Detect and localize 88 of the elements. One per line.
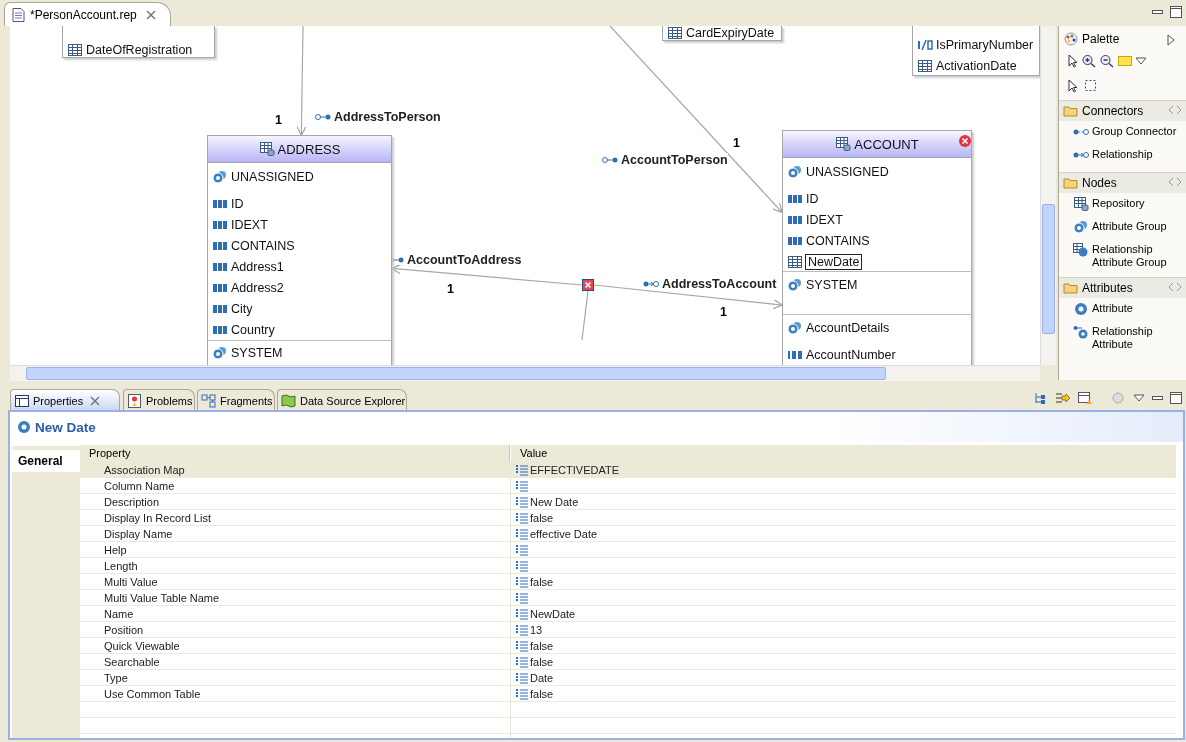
- attribute-name: IDEXT: [231, 218, 268, 232]
- edge-label: AddressToPerson: [334, 110, 441, 124]
- property-value: false: [530, 640, 554, 652]
- attribute-name: AccountNumber: [806, 348, 896, 362]
- section-tab: General: [12, 450, 80, 472]
- attribute-name: AccountDetails: [806, 321, 890, 335]
- multiplicity-label: 1: [447, 282, 454, 296]
- multiplicity-label: 1: [275, 113, 282, 127]
- view-tab: Properties: [10, 389, 120, 411]
- palette-tool: Repository: [1073, 197, 1181, 211]
- palette-tool: Relationship Attribute Group: [1073, 243, 1181, 269]
- column-header: Value: [511, 445, 1176, 462]
- property-name: Name: [104, 608, 134, 620]
- property-value: NewDate: [530, 608, 576, 620]
- property-name: Column Name: [104, 480, 175, 492]
- attribute-name: CONTAINS: [806, 234, 870, 248]
- property-name: Type: [104, 672, 128, 684]
- column-header: Property: [80, 445, 510, 462]
- attribute-name: UNASSIGNED: [231, 170, 314, 184]
- entity-name: ACCOUNT: [854, 136, 919, 152]
- attribute-name: Country: [231, 323, 275, 337]
- attribute-name: CardExpiryDate: [686, 26, 775, 40]
- view-tab: Data Source Explorer: [277, 389, 407, 411]
- property-name: Help: [104, 544, 127, 556]
- attribute-name: CONTAINS: [231, 239, 295, 253]
- property-name: Association Map: [104, 464, 185, 476]
- attribute-name: City: [231, 302, 253, 316]
- entity-name: ADDRESS: [277, 141, 341, 157]
- property-value: Date: [530, 672, 554, 684]
- view-tab: Problems: [123, 389, 195, 411]
- entity-box: [782, 130, 972, 365]
- property-value: false: [530, 512, 554, 524]
- palette-drawer: Attributes: [1059, 277, 1186, 298]
- view-tab: Fragments: [197, 389, 275, 411]
- property-value: false: [530, 576, 554, 588]
- error-marker: [582, 279, 594, 291]
- palette-tool: Attribute: [1073, 302, 1181, 316]
- edge-label: AccountToPerson: [621, 153, 728, 167]
- attribute-name: IsPrimaryNumber: [936, 38, 1034, 52]
- attribute-name: Address1: [231, 260, 284, 274]
- property-value: 13: [530, 624, 543, 636]
- attribute-name: UNASSIGNED: [806, 165, 889, 179]
- property-name: Multi Value: [104, 576, 158, 588]
- connector-arrow: [609, 26, 783, 214]
- entity-box: [207, 135, 392, 365]
- palette-drawer: Connectors: [1059, 100, 1186, 121]
- property-name: Position: [104, 624, 144, 636]
- multiplicity-label: 1: [733, 136, 740, 150]
- palette-tool: Relationship Attribute: [1073, 325, 1181, 351]
- connector-line: [581, 290, 589, 341]
- attribute-name: NewDate: [806, 255, 862, 269]
- property-value: effective Date: [530, 528, 598, 540]
- editor-tab: *PersonAccount.rep: [4, 2, 171, 26]
- property-name: Display In Record List: [104, 512, 211, 524]
- property-name: Use Common Table: [104, 688, 201, 700]
- palette-title: Palette: [1082, 32, 1120, 46]
- view-title: New Date: [35, 419, 96, 435]
- property-name: Quick Viewable: [104, 640, 180, 652]
- property-value: EFFECTIVEDATE: [530, 464, 620, 476]
- attribute-list-box: [662, 26, 782, 41]
- attribute-name: ActivationDate: [936, 59, 1017, 73]
- connector-arrow: [390, 264, 583, 286]
- property-value: false: [530, 656, 554, 668]
- attribute-name: ID: [231, 197, 244, 211]
- property-value: false: [530, 688, 554, 700]
- palette-tool: Relationship: [1073, 148, 1181, 162]
- multiplicity-label: 1: [720, 305, 727, 319]
- connector-arrow: [296, 26, 307, 137]
- palette-tool: Attribute Group: [1073, 220, 1181, 234]
- edge-label: AccountToAddress: [407, 253, 522, 267]
- palette-drawer: Nodes: [1059, 172, 1186, 193]
- attribute-name: IDEXT: [806, 213, 843, 227]
- property-name: Description: [104, 496, 160, 508]
- property-name: Multi Value Table Name: [104, 592, 220, 604]
- edge-label: AddressToAccount: [662, 277, 777, 291]
- attribute-name: Address2: [231, 281, 284, 295]
- property-name: Length: [104, 560, 138, 572]
- attribute-name: ID: [806, 192, 819, 206]
- property-name: Display Name: [104, 528, 173, 540]
- attribute-list-box: [62, 26, 215, 58]
- attribute-name: SYSTEM: [806, 278, 858, 292]
- attribute-list-box: [912, 26, 1040, 76]
- property-value: New Date: [530, 496, 579, 508]
- connector-arrow: [593, 284, 784, 310]
- attribute-name: DateOfRegistration: [86, 43, 193, 57]
- property-name: Searchable: [104, 656, 160, 668]
- palette-tool: Group Connector: [1073, 125, 1181, 139]
- attribute-name: SYSTEM: [231, 346, 283, 360]
